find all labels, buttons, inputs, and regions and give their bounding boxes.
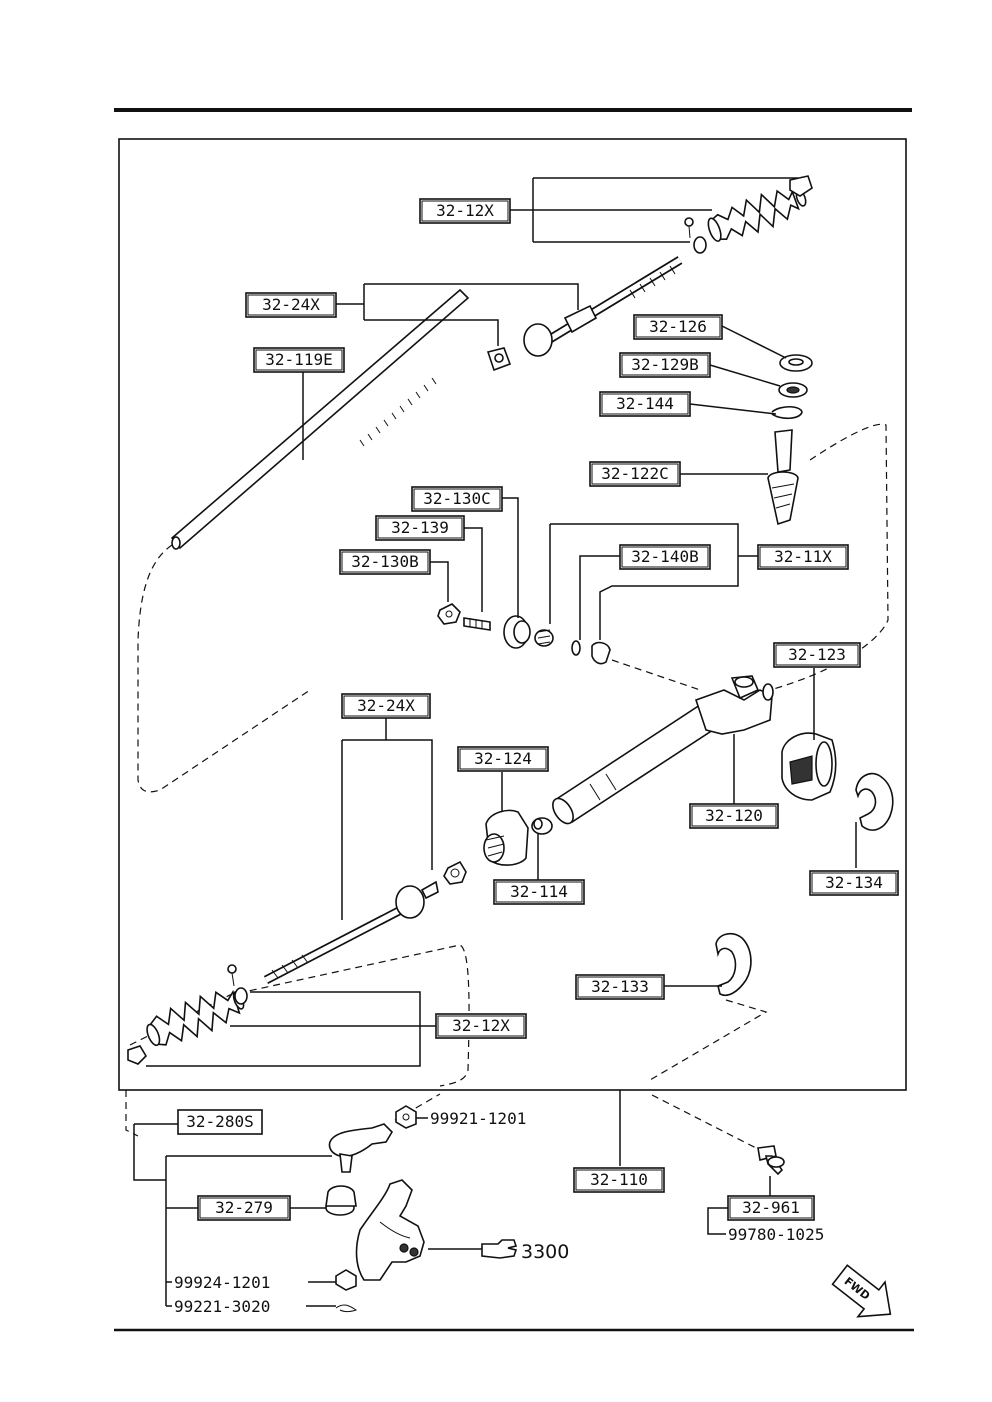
- callout-yoke-cover: 32-130C: [411, 486, 503, 512]
- callout-bushing: 32-114: [493, 879, 585, 905]
- callout-mount-right: 32-123: [773, 642, 861, 668]
- svg-text:32-279: 32-279: [215, 1198, 273, 1217]
- dust-boot-part: [325, 1185, 357, 1216]
- boot-bottom-part: [127, 964, 248, 1065]
- adjusting-screw-part: [463, 617, 491, 631]
- rack-part: [170, 288, 470, 550]
- svg-text:32-130C: 32-130C: [423, 489, 490, 508]
- svg-text:32-24X: 32-24X: [357, 696, 415, 715]
- svg-text:32-12X: 32-12X: [452, 1016, 510, 1035]
- svg-text:32-140B: 32-140B: [631, 547, 698, 566]
- label-nut-top: 99921-1201: [430, 1109, 526, 1128]
- callout-mount-left: 32-124: [457, 746, 549, 772]
- svg-text:32-110: 32-110: [590, 1170, 648, 1189]
- plain-labels: 99921-1201 99780-1025 99924-1201 99221-3…: [174, 1109, 824, 1316]
- oring-part: [571, 640, 581, 656]
- callout-pinion: 32-122C: [589, 461, 681, 487]
- bushing-part: [531, 817, 553, 835]
- tie-rod-top-part: [486, 256, 683, 372]
- svg-text:32-12X: 32-12X: [436, 201, 494, 220]
- callout-oring: 32-140B: [619, 544, 711, 570]
- knuckle-part: [355, 1179, 425, 1281]
- svg-text:32-122C: 32-122C: [601, 464, 668, 483]
- pinion-part: [767, 429, 799, 526]
- nut-top-part: [395, 1105, 417, 1129]
- svg-text:32-961: 32-961: [742, 1198, 800, 1217]
- svg-text:32-133: 32-133: [591, 977, 649, 996]
- label-bolt-sub: 99780-1025: [728, 1225, 824, 1244]
- bracket-right-part: [855, 772, 894, 831]
- callout-boot-bottom: 32-12X: [435, 1013, 527, 1039]
- callout-dust-boot: 32-279: [197, 1195, 291, 1221]
- callout-bracket-left: 32-133: [575, 974, 665, 1000]
- spring-part: [534, 629, 554, 647]
- svg-text:32-120: 32-120: [705, 806, 763, 825]
- callout-tie-rod-end: 32-280S: [177, 1109, 263, 1135]
- fwd-arrow-icon: [831, 1264, 892, 1318]
- mount-left-part: [483, 809, 529, 866]
- lock-nut-part: [437, 603, 461, 625]
- castle-nut-part: [335, 1269, 357, 1291]
- reference-number: 3300: [521, 1241, 569, 1263]
- callout-adjusting-screw: 32-139: [375, 515, 465, 541]
- tie-rod-end-part: [328, 1123, 394, 1173]
- callout-washer: 32-129B: [619, 352, 711, 378]
- snap-ring-part: [771, 405, 803, 420]
- callout-tie-rod-bottom: 32-24X: [341, 693, 431, 719]
- seal-part: [779, 354, 813, 372]
- washer-part: [778, 382, 808, 398]
- callout-housing: 32-120: [689, 803, 779, 829]
- callout-boot-top: 32-12X: [419, 198, 511, 224]
- svg-text:32-119E: 32-119E: [265, 350, 332, 369]
- tie-rod-bottom-part: [263, 860, 467, 984]
- svg-text:32-139: 32-139: [391, 518, 449, 537]
- mount-right-part: [781, 732, 837, 801]
- reference-pointer: 3300: [481, 1239, 569, 1263]
- svg-text:32-114: 32-114: [510, 882, 568, 901]
- leader-lines: [133, 177, 857, 1307]
- svg-text:32-124: 32-124: [474, 749, 532, 768]
- callout-rack: 32-119E: [253, 347, 345, 373]
- pointing-hand-icon: [481, 1239, 518, 1259]
- callout-boxes: 32-12X 32-24X 32-119E 32-126 32-129B 32-…: [177, 198, 899, 1221]
- label-castle-nut: 99924-1201: [174, 1273, 270, 1292]
- dashed-routing-lines: [125, 423, 889, 1151]
- label-cotter-pin: 99221-3020: [174, 1297, 270, 1316]
- callout-seal: 32-126: [633, 314, 723, 340]
- callout-lock-nut: 32-130B: [339, 549, 431, 575]
- svg-text:32-123: 32-123: [788, 645, 846, 664]
- assembly-frame: [118, 138, 907, 1091]
- bolt-part: [757, 1145, 785, 1176]
- callout-snap-ring: 32-144: [599, 391, 691, 417]
- svg-text:32-11X: 32-11X: [774, 547, 832, 566]
- housing-part: [552, 675, 774, 825]
- svg-text:32-134: 32-134: [825, 873, 883, 892]
- yoke-cover-part: [503, 615, 531, 649]
- svg-text:32-130B: 32-130B: [351, 552, 418, 571]
- callout-bracket-right: 32-134: [809, 870, 899, 896]
- callout-kit: 32-11X: [757, 544, 849, 570]
- svg-text:32-24X: 32-24X: [262, 295, 320, 314]
- callout-tie-rod-top: 32-24X: [245, 292, 337, 318]
- svg-text:32-126: 32-126: [649, 317, 707, 336]
- boot-top-part: [684, 175, 813, 254]
- svg-text:32-144: 32-144: [616, 394, 674, 413]
- svg-text:32-280S: 32-280S: [186, 1112, 253, 1131]
- callout-gear-assembly: 32-110: [573, 1167, 665, 1193]
- callout-bolt: 32-961: [727, 1195, 815, 1221]
- cotter-pin-part: [335, 1304, 358, 1312]
- bracket-left-part: [715, 932, 752, 996]
- fwd-arrow: FWD: [831, 1264, 892, 1318]
- svg-text:32-129B: 32-129B: [631, 355, 698, 374]
- yoke-part: [591, 641, 611, 665]
